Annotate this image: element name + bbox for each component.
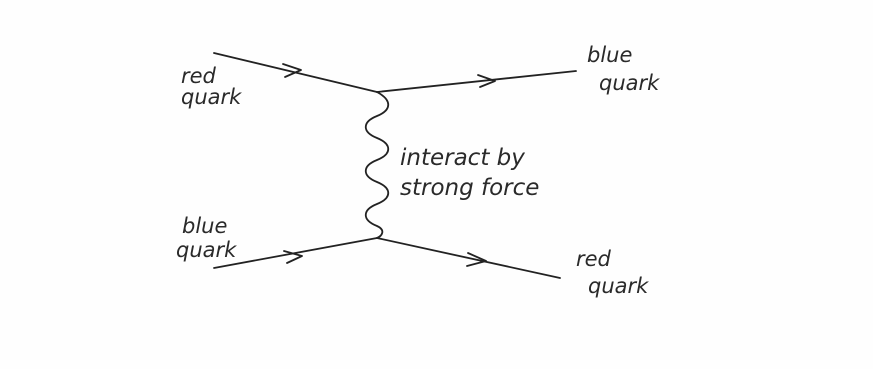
incoming-quark-line-bottom — [213, 237, 378, 269]
label-blue-quark-top-line2: quark — [599, 71, 660, 95]
outgoing-quark-line-top — [376, 70, 577, 93]
arrow-bottom-outgoing — [466, 252, 487, 267]
label-blue-quark-bottom-line2: quark — [176, 238, 237, 262]
label-blue-quark-bottom-line1: blue — [182, 214, 227, 238]
label-interaction-line1: interact by — [400, 145, 525, 171]
outgoing-quark-line-bottom — [376, 237, 561, 279]
label-red-quark-top-line1: red — [181, 64, 217, 88]
arrow-top-incoming — [282, 63, 302, 78]
label-red-quark-bottom-line2: quark — [588, 274, 649, 298]
label-red-quark-top-line2: quark — [181, 85, 242, 109]
label-red-quark-bottom-line1: red — [576, 247, 612, 271]
arrow-top-outgoing — [477, 74, 496, 88]
gluon-line — [364, 91, 390, 239]
label-interaction-line2: strong force — [400, 175, 539, 201]
arrow-bottom-incoming — [283, 250, 303, 264]
label-blue-quark-top-line1: blue — [587, 43, 632, 67]
